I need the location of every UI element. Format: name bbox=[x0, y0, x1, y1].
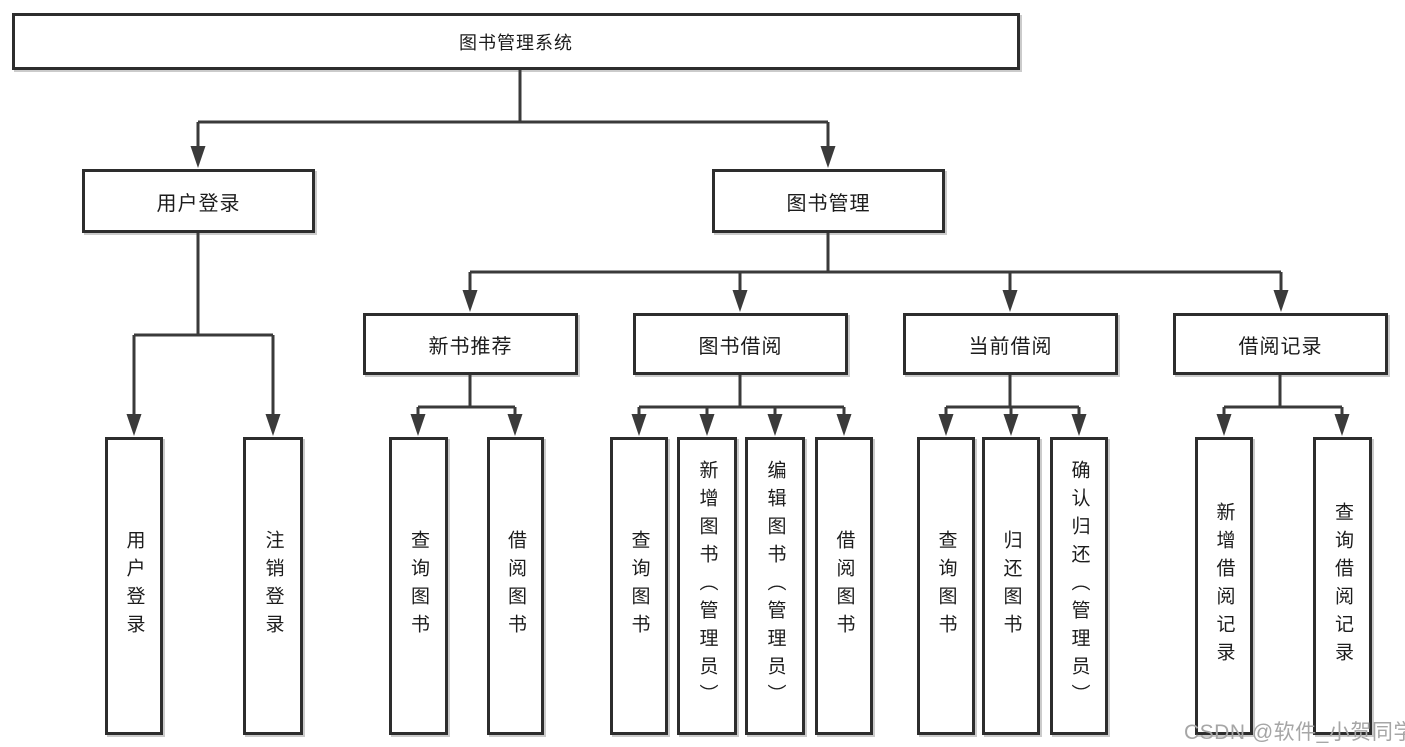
arrowhead bbox=[767, 414, 783, 436]
leaf-label: 归还图书 bbox=[1000, 530, 1022, 642]
node-label: 借阅记录 bbox=[1238, 335, 1323, 358]
leaf-return-book: 归还图书 bbox=[982, 437, 1040, 735]
leaf-borrow-books-2: 借阅图书 bbox=[815, 437, 873, 735]
arrowhead bbox=[507, 414, 523, 436]
leaf-add-borrow-record: 新增借阅记录 bbox=[1195, 437, 1253, 735]
node-new-book-recommend: 新书推荐 bbox=[363, 313, 578, 375]
arrowhead bbox=[631, 414, 647, 436]
csdn-watermark: CSDN @软件_小贺同学 bbox=[1184, 721, 1405, 744]
node-user-login: 用户登录 bbox=[82, 169, 315, 233]
leaf-label: 确认归还（管理员） bbox=[1068, 460, 1090, 712]
node-borrow-records: 借阅记录 bbox=[1173, 313, 1388, 375]
leaf-query-books-3: 查询图书 bbox=[917, 437, 975, 735]
leaf-query-books-1: 查询图书 bbox=[389, 437, 448, 735]
leaf-label: 查询图书 bbox=[935, 530, 957, 642]
leaf-confirm-return-admin: 确认归还（管理员） bbox=[1050, 437, 1108, 735]
arrowhead bbox=[1216, 414, 1232, 436]
arrowhead bbox=[190, 146, 206, 168]
leaf-label: 查询借阅记录 bbox=[1332, 502, 1353, 670]
node-library-system: 图书管理系统 bbox=[12, 13, 1020, 70]
arrowhead bbox=[820, 146, 836, 168]
arrowhead bbox=[410, 414, 426, 436]
connector-borrow-records bbox=[1222, 375, 1344, 418]
leaf-label: 编辑图书（管理员） bbox=[764, 460, 786, 712]
connector-root bbox=[196, 68, 830, 150]
node-book-management: 图书管理 bbox=[712, 169, 945, 233]
arrowhead bbox=[699, 414, 715, 436]
node-label: 图书管理 bbox=[786, 192, 871, 215]
connector-book-borrowing bbox=[637, 375, 846, 418]
node-label: 图书借阅 bbox=[698, 335, 783, 358]
arrowhead bbox=[126, 414, 142, 436]
connector-current-borrowing bbox=[944, 375, 1081, 418]
leaf-label: 查询图书 bbox=[408, 530, 429, 642]
leaf-label: 新增图书（管理员） bbox=[696, 460, 718, 712]
connector-book-management bbox=[468, 233, 1283, 294]
node-label: 当前借阅 bbox=[968, 335, 1053, 358]
leaf-logout: 注销登录 bbox=[243, 437, 303, 735]
node-current-borrowing: 当前借阅 bbox=[903, 313, 1118, 375]
arrowhead bbox=[732, 290, 748, 312]
leaf-label: 注销登录 bbox=[262, 530, 284, 642]
leaf-query-books-2: 查询图书 bbox=[610, 437, 668, 735]
leaf-borrow-books-1: 借阅图书 bbox=[487, 437, 544, 735]
leaf-label: 新增借阅记录 bbox=[1213, 502, 1235, 670]
arrowhead bbox=[1071, 414, 1087, 436]
arrowhead bbox=[836, 414, 852, 436]
leaf-label: 查询图书 bbox=[628, 530, 650, 642]
arrowhead bbox=[265, 414, 281, 436]
arrowhead bbox=[938, 414, 954, 436]
leaf-label: 借阅图书 bbox=[505, 530, 526, 642]
arrowhead bbox=[1334, 414, 1350, 436]
arrowhead bbox=[1273, 290, 1289, 312]
node-label: 图书管理系统 bbox=[459, 32, 573, 53]
leaf-label: 借阅图书 bbox=[833, 530, 855, 642]
arrowheads bbox=[126, 146, 1350, 436]
arrowhead bbox=[462, 290, 478, 312]
node-book-borrowing: 图书借阅 bbox=[633, 313, 848, 375]
arrowhead bbox=[1003, 414, 1019, 436]
leaf-user-login: 用户登录 bbox=[105, 437, 163, 735]
node-label: 新书推荐 bbox=[428, 335, 513, 358]
leaf-label: 用户登录 bbox=[123, 530, 145, 642]
arrowhead bbox=[1002, 290, 1018, 312]
node-label: 用户登录 bbox=[156, 192, 241, 215]
leaf-edit-book-admin: 编辑图书（管理员） bbox=[745, 437, 805, 735]
leaf-add-book-admin: 新增图书（管理员） bbox=[677, 437, 737, 735]
connector-user-login bbox=[132, 233, 275, 418]
connector-new-book-recommend bbox=[416, 375, 517, 418]
leaf-query-borrow-record: 查询借阅记录 bbox=[1313, 437, 1372, 735]
